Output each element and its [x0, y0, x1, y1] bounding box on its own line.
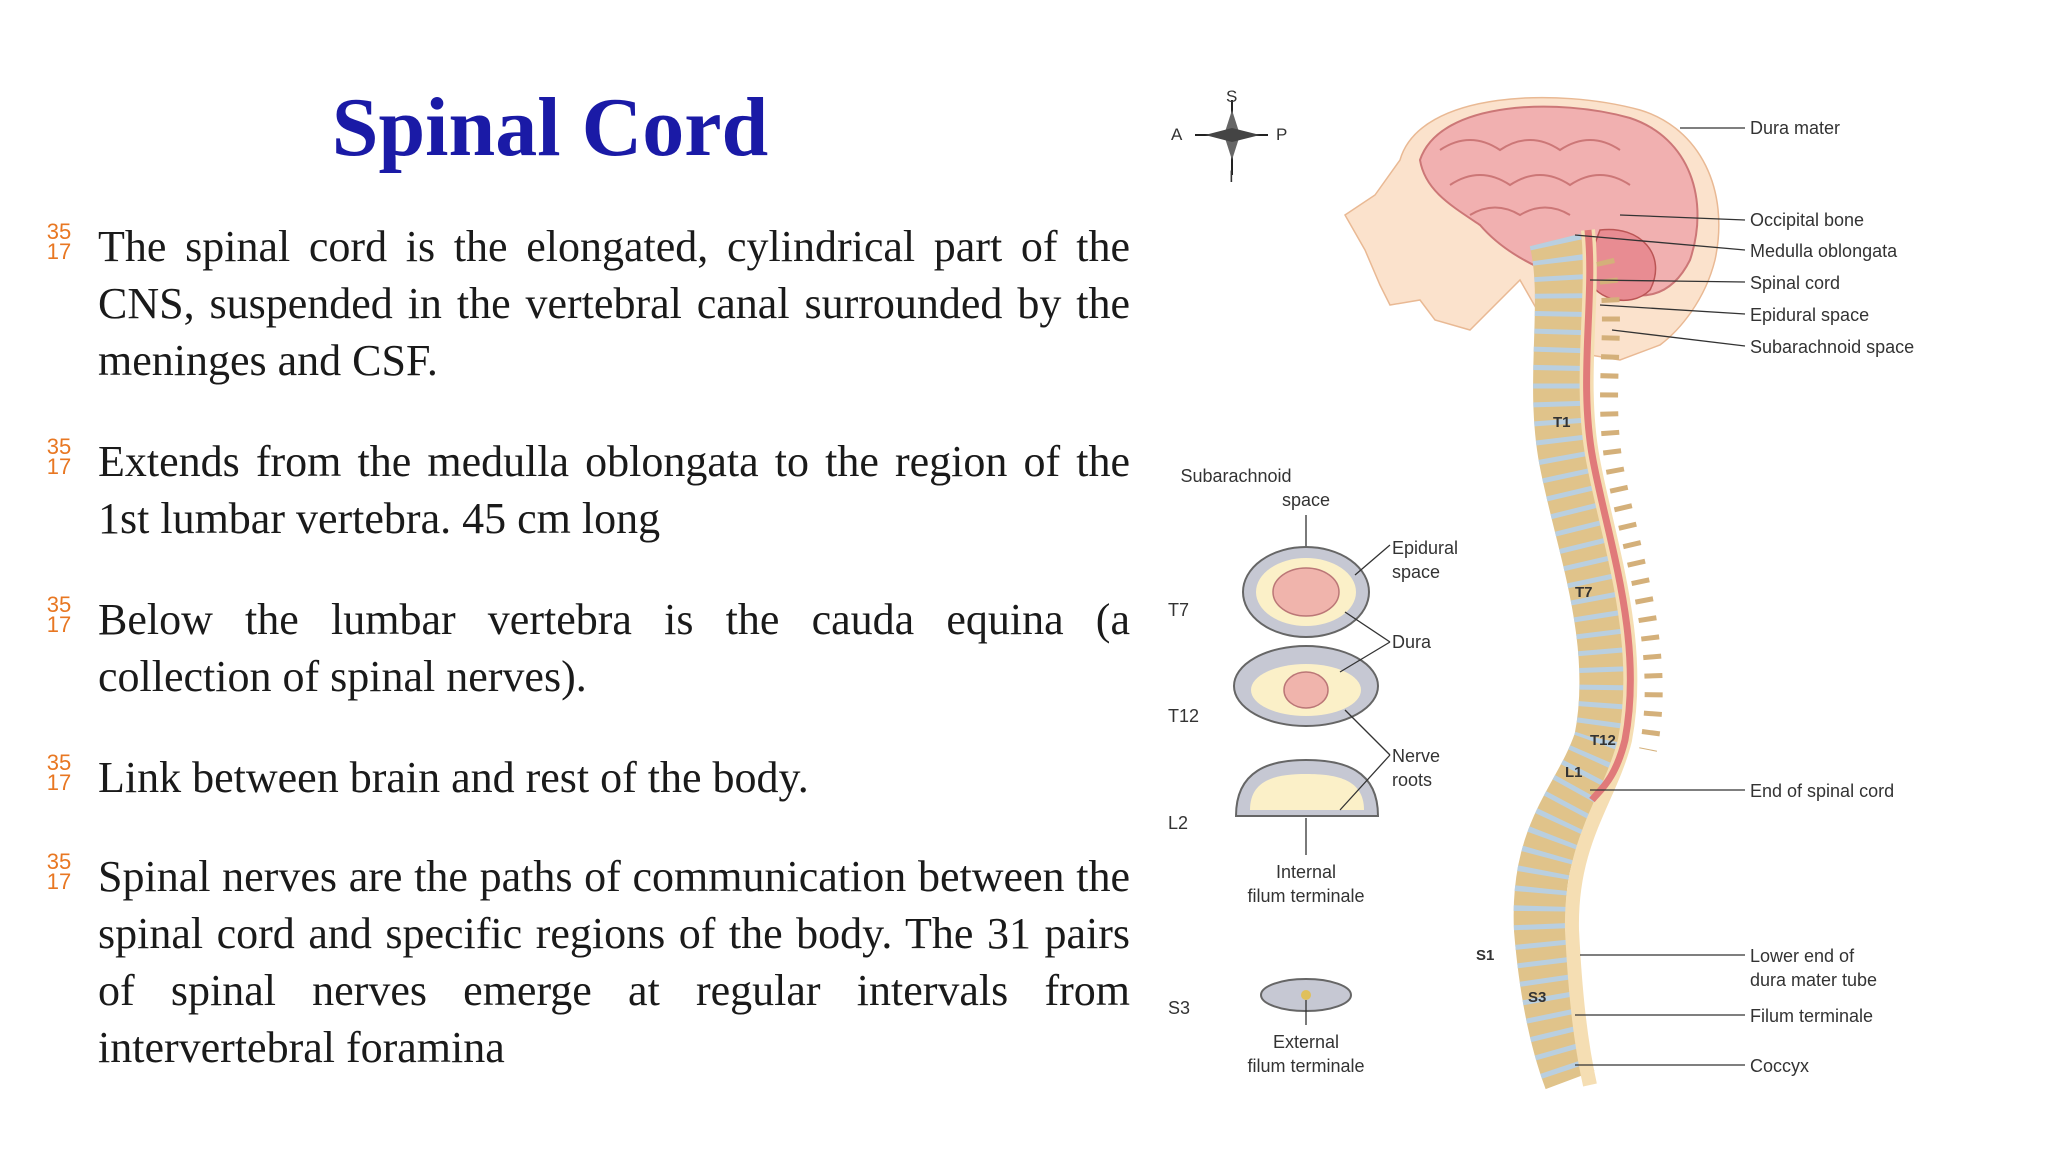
section-nerve-2: roots	[1392, 770, 1432, 790]
label-lower-end-1: Lower end of	[1750, 946, 1855, 966]
cross-sections: Subarachnoid space Epidural space Dura N…	[1168, 466, 1458, 1076]
section-level-s3: S3	[1168, 998, 1190, 1018]
vertebra-labels: T1 T7 T12 L1 S1 S3	[1476, 414, 1616, 1006]
label-coccyx: Coccyx	[1750, 1056, 1809, 1076]
vertebra-t12: T12	[1590, 732, 1616, 749]
section-subarachnoid-2: space	[1282, 490, 1330, 510]
label-medulla-oblongata: Medulla oblongata	[1750, 241, 1898, 261]
label-lower-end-2: dura mater tube	[1750, 970, 1877, 990]
label-occipital-bone: Occipital bone	[1750, 210, 1864, 230]
label-subarachnoid-space: Subarachnoid space	[1750, 337, 1914, 357]
vertebral-column	[1513, 229, 1663, 1090]
bullet-text: Spinal nerves are the paths of communica…	[98, 852, 1130, 1072]
section-epidural-2: space	[1392, 562, 1440, 582]
compass-s: S	[1226, 87, 1237, 106]
label-filum-terminale: Filum terminale	[1750, 1006, 1873, 1026]
compass-p: P	[1276, 125, 1287, 144]
bullet-text: The spinal cord is the elongated, cylind…	[98, 222, 1130, 385]
section-external-2: filum terminale	[1247, 1056, 1364, 1076]
bullet-text: Link between brain and rest of the body.	[98, 753, 809, 802]
label-end-of-spinal-cord: End of spinal cord	[1750, 781, 1894, 801]
spinal-anatomy-figure: S A P I T1 T7 T12 L1 S1 S3	[1168, 87, 1914, 1090]
label-leader-lines	[1574, 127, 1746, 1066]
section-external-1: External	[1273, 1032, 1339, 1052]
bullet-text: Below the lumbar vertebra is the cauda e…	[98, 595, 1130, 701]
section-internal-1: Internal	[1276, 862, 1336, 882]
vertebra-t1: T1	[1553, 414, 1571, 431]
section-epidural-1: Epidural	[1392, 538, 1458, 558]
section-level-t12: T12	[1168, 706, 1199, 726]
bullet-text: Extends from the medulla oblongata to th…	[98, 437, 1130, 543]
right-labels: Dura mater Occipital bone Medulla oblong…	[1750, 118, 1914, 1076]
label-dura-mater: Dura mater	[1750, 118, 1840, 138]
head-silhouette	[1344, 96, 1720, 361]
section-level-l2: L2	[1168, 813, 1188, 833]
compass-icon: S A P I	[1171, 87, 1287, 186]
vertebra-t7: T7	[1575, 584, 1593, 601]
compass-i: I	[1229, 167, 1234, 186]
section-level-t7: T7	[1168, 600, 1189, 620]
section-dura: Dura	[1392, 632, 1432, 652]
section-subarachnoid-1: Subarachnoid	[1180, 466, 1291, 486]
vertebra-l1: L1	[1565, 764, 1583, 781]
section-internal-2: filum terminale	[1247, 886, 1364, 906]
compass-a: A	[1171, 125, 1183, 144]
vertebra-s1: S1	[1476, 947, 1494, 964]
vertebra-s3: S3	[1528, 989, 1546, 1006]
spinal-cord-diagram: S A P I T1 T7 T12 L1 S1 S3	[1150, 70, 1950, 1110]
label-epidural-space: Epidural space	[1750, 305, 1869, 325]
label-spinal-cord: Spinal cord	[1750, 273, 1840, 293]
slide-title: Spinal Cord	[331, 81, 769, 174]
section-nerve-1: Nerve	[1392, 746, 1440, 766]
